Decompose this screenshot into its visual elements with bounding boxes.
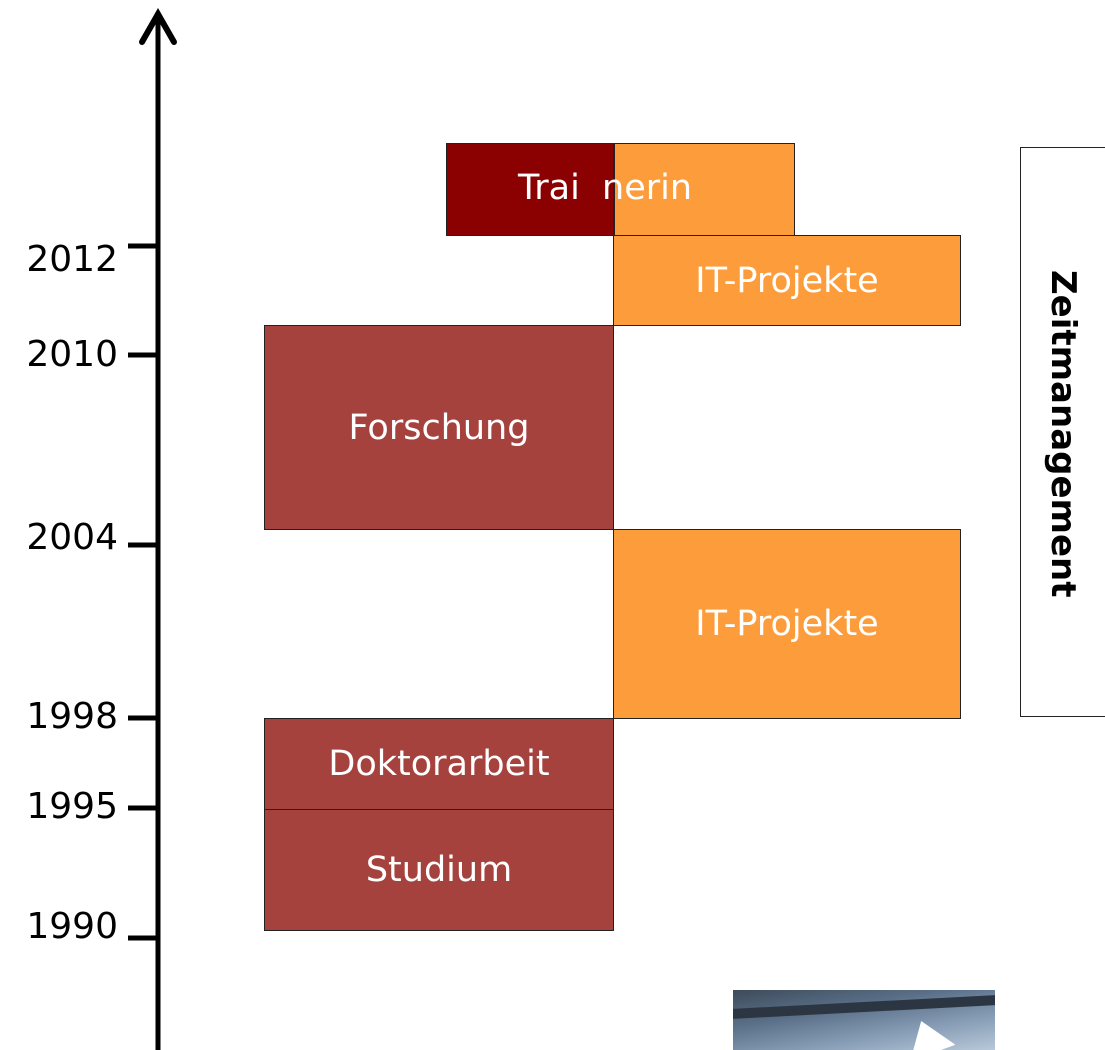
block-it-projekte-early-label: IT-Projekte [695, 604, 879, 644]
block-doktorarbeit: Doktorarbeit [264, 718, 614, 810]
year-label-2004: 2004 [26, 517, 118, 558]
year-label-1990: 1990 [26, 906, 118, 947]
year-label-1995: 1995 [26, 786, 118, 827]
block-studium-label: Studium [365, 850, 513, 890]
photo-arrow-icon [898, 1012, 956, 1050]
block-trainerin: Trai nerin [446, 143, 795, 236]
block-forschung-label: Forschung [348, 407, 530, 448]
block-trainerin-label: Trai nerin [518, 168, 693, 208]
year-label-1998: 1998 [26, 696, 118, 737]
axis-arrowhead-icon [139, 7, 177, 45]
block-it-projekte-recent-label: IT-Projekte [695, 260, 879, 301]
zeitmanagement-box [1020, 147, 1105, 717]
zeitmanagement-label: Zeitmanagement [1043, 269, 1083, 598]
block-it-projekte-early: IT-Projekte [613, 529, 961, 719]
photo-thumbnail [733, 990, 995, 1050]
block-doktorarbeit-label: Doktorarbeit [328, 744, 550, 784]
block-it-projekte-recent: IT-Projekte [613, 235, 961, 326]
trainerin-divider [613, 144, 615, 235]
year-label-2012: 2012 [26, 239, 118, 280]
photo-band [733, 995, 995, 1019]
year-label-2010: 2010 [26, 334, 118, 375]
block-studium: Studium [264, 809, 614, 931]
block-forschung: Forschung [264, 325, 614, 530]
